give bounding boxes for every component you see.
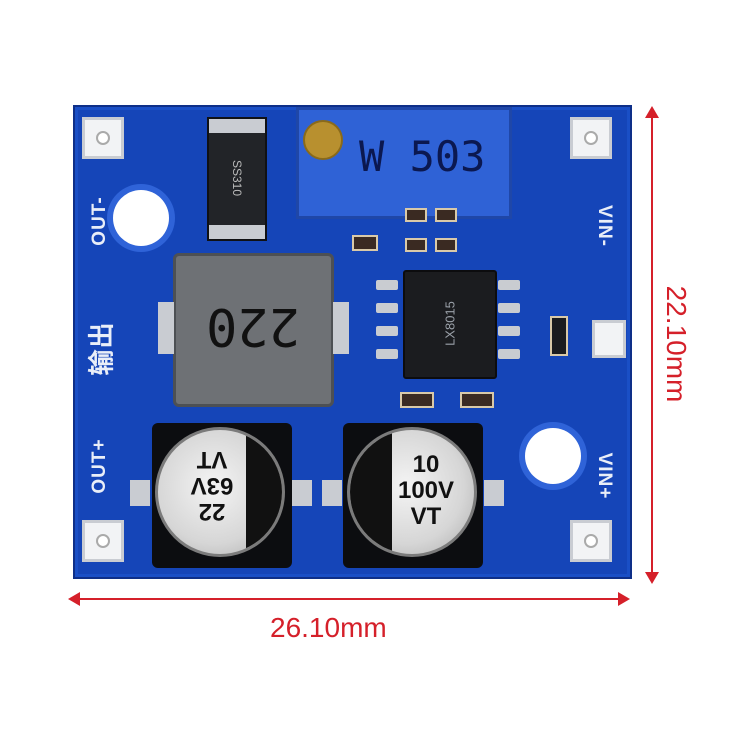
arrow-left-icon <box>68 592 80 606</box>
cap-lead <box>484 480 504 506</box>
pad-bottom-left <box>82 520 124 562</box>
arrow-up-icon <box>645 106 659 118</box>
width-dimension-line <box>75 598 620 600</box>
cap-right-line2: 100V <box>397 477 455 504</box>
ic-pin <box>498 349 520 359</box>
ic-marking: LX8015 <box>442 301 458 346</box>
mounting-hole-left <box>113 190 169 246</box>
inductor-marking: 220 <box>206 296 300 356</box>
capacitor-right: 10 100V VT <box>347 427 477 557</box>
smd-component <box>352 235 378 251</box>
cap-left-line2: 63V <box>190 472 234 499</box>
cap-lead <box>292 480 312 506</box>
ic-pin <box>498 326 520 336</box>
capacitor-left: 22 63V VT <box>155 427 285 557</box>
height-dimension-line <box>651 112 653 574</box>
ic-pin <box>376 326 398 336</box>
pad-right-mid <box>592 320 626 358</box>
ic-pin <box>376 280 398 290</box>
pad-top-left <box>82 117 124 159</box>
cap-left-line1: 22 <box>198 498 226 525</box>
smd-component <box>405 208 427 222</box>
smd-component <box>405 238 427 252</box>
arrow-right-icon <box>618 592 630 606</box>
ic-pin <box>498 280 520 290</box>
label-out-minus: OUT- <box>89 196 110 246</box>
diode-marking: SS310 <box>230 159 244 197</box>
ic-pin <box>498 303 520 313</box>
pad-top-right <box>570 117 612 159</box>
arrow-down-icon <box>645 572 659 584</box>
label-vin-minus: VIN- <box>594 205 615 247</box>
ic-pin <box>376 303 398 313</box>
mounting-hole-right <box>525 428 581 484</box>
trim-screw <box>303 120 343 160</box>
ic-pin <box>376 349 398 359</box>
cap-lead <box>322 480 342 506</box>
cap-lead <box>130 480 150 506</box>
width-dimension-label: 26.10mm <box>270 612 387 643</box>
smd-component <box>460 392 494 408</box>
label-out-plus: OUT+ <box>89 438 110 494</box>
pad-bottom-right <box>570 520 612 562</box>
height-dimension-label: 22.10mm <box>661 285 692 403</box>
smd-resistor <box>550 316 568 356</box>
ic-chip: LX8015 <box>403 270 497 379</box>
diode: SS310 <box>207 117 267 241</box>
cap-right-line3: VT <box>410 503 442 530</box>
label-vin-plus: VIN+ <box>594 452 615 500</box>
inductor: 220 <box>158 253 349 407</box>
cap-left-line3: VT <box>196 446 228 473</box>
smd-component <box>435 238 457 252</box>
pot-marking: W 503 <box>359 132 486 181</box>
label-chinese-output: 输出 <box>86 321 117 376</box>
cap-right-line1: 10 <box>412 451 440 478</box>
smd-component <box>435 208 457 222</box>
smd-component <box>400 392 434 408</box>
